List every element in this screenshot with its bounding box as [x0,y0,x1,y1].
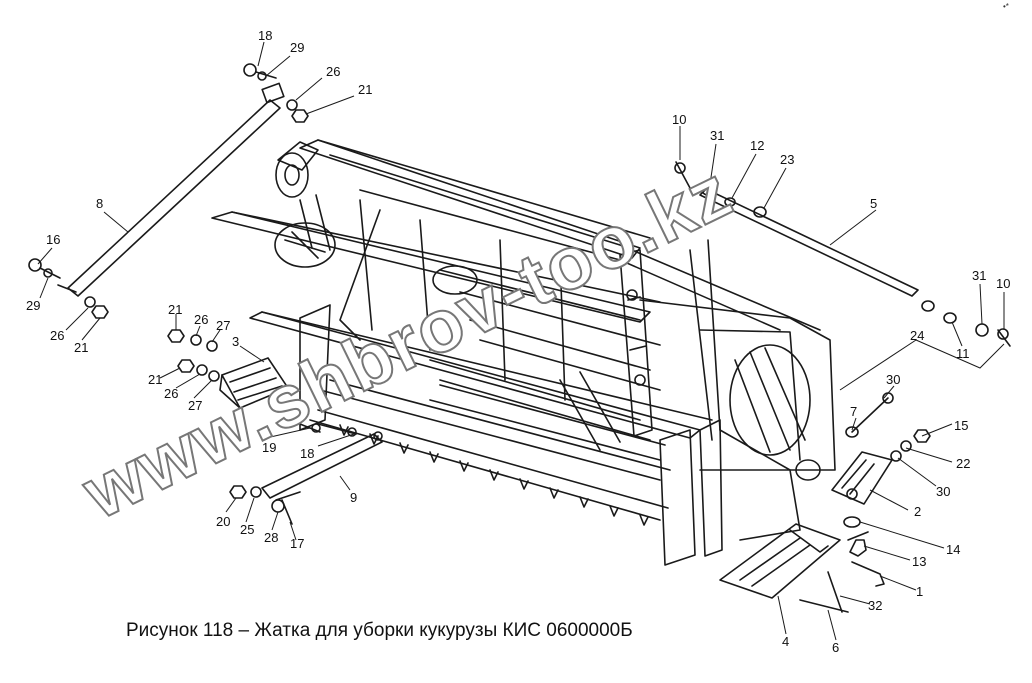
callout: 26 [50,328,64,343]
callout: 3 [232,334,239,349]
bracket-2 [831,451,893,505]
callout: 29 [290,40,304,55]
callout: 15 [954,418,968,433]
callout: 26 [326,64,340,79]
callout: 18 [300,446,314,461]
leader-lines [37,41,1005,641]
pin-1 [851,561,885,587]
nuts-15-22-30 [890,429,931,462]
callout: 31 [710,128,724,143]
callout: 23 [780,152,794,167]
callout: 26 [194,312,208,327]
callout: 20 [216,514,230,529]
callout: 12 [750,138,764,153]
callout: 24 [910,328,924,343]
callout: 4 [782,634,789,649]
callout: 10 [672,112,686,127]
callout: 25 [240,522,254,537]
corner-mark: •* [1003,2,1009,11]
bolts-19-18 [289,419,357,437]
callout: 18 [258,28,272,43]
nuts-21-26-27-lower [177,359,220,382]
callout: 8 [96,196,103,211]
bolt-7-30 [845,392,894,438]
callout: 7 [850,404,857,419]
header-frame [211,139,836,566]
callout: 1 [916,584,923,599]
hardware-20-25-28-17 [229,485,301,525]
callout-labels: 18 29 26 21 8 16 29 26 21 21 26 27 3 21 … [26,28,1010,655]
callout: 30 [936,484,950,499]
callout: 19 [262,440,276,455]
callout: 11 [956,346,970,361]
washer-14-bolt-13 [843,516,869,557]
callout: 32 [868,598,882,613]
callout: 13 [912,554,926,569]
link-rod-9 [261,431,383,499]
callout: 30 [886,372,900,387]
bracket-3 [219,357,289,409]
tie-rod-5 [674,161,1011,347]
nuts-26-21-top [286,99,309,123]
callout: 28 [264,530,278,545]
nuts-21-26-27-upper [167,329,218,352]
callout: 5 [870,196,877,211]
callout: 16 [46,232,60,247]
callout: 22 [956,456,970,471]
callout: 27 [216,318,230,333]
shaft-32 [827,571,843,613]
callout: 21 [74,340,88,355]
callout: 21 [358,82,372,97]
callout: 17 [290,536,304,551]
rod-6 [799,599,849,613]
figure-caption: Рисунок 118 – Жатка для уборки кукурузы … [126,620,633,641]
callout: 2 [914,504,921,519]
callout: 27 [188,398,202,413]
callout: 14 [946,542,960,557]
callout: 6 [832,640,839,655]
link-rod-8 [57,82,285,297]
callout: 26 [164,386,178,401]
shield-4 [719,523,841,599]
callout: 31 [972,268,986,283]
callout: 9 [350,490,357,505]
nuts-26-21-left [84,296,109,319]
callout: 29 [26,298,40,313]
callout: 10 [996,276,1010,291]
callout: 21 [168,302,182,317]
callout: 21 [148,372,162,387]
bolt-16-29-left [28,258,61,279]
